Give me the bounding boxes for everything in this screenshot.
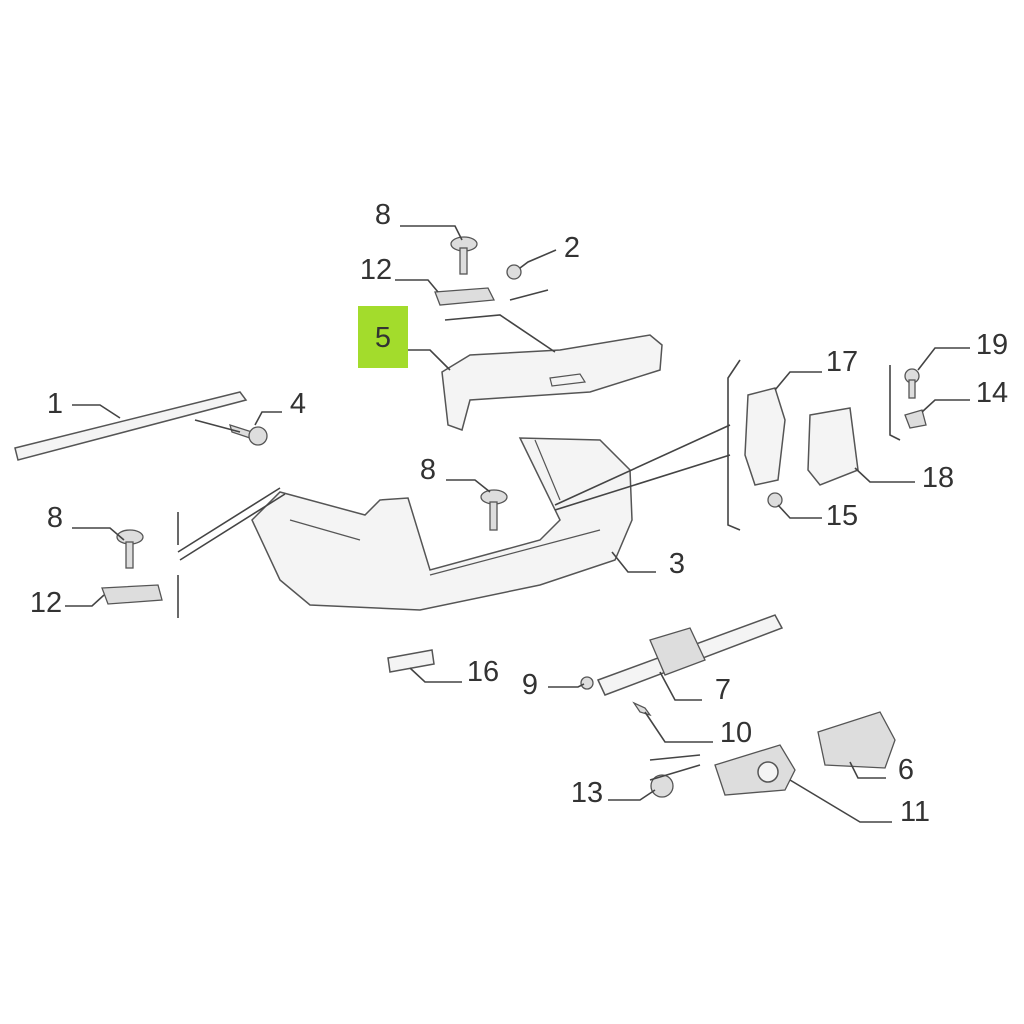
- highlight-box: [358, 306, 408, 368]
- part-3-bumper[interactable]: [251, 437, 633, 611]
- callout-5[interactable]: 5: [375, 322, 391, 354]
- callout-13[interactable]: 13: [571, 777, 603, 809]
- part-11-sensor-cover[interactable]: [714, 744, 796, 796]
- callout-3[interactable]: 3: [669, 548, 685, 580]
- part-10-screw[interactable]: [632, 701, 652, 717]
- part-18-bracket[interactable]: [807, 407, 859, 486]
- callout-15[interactable]: 15: [826, 500, 858, 532]
- callout-8-mid[interactable]: 8: [420, 454, 436, 486]
- callout-17[interactable]: 17: [826, 346, 858, 378]
- callout-12-left[interactable]: 12: [30, 587, 62, 619]
- part-8-screw-mid[interactable]: [480, 489, 508, 531]
- part-16-reflector[interactable]: [387, 649, 435, 673]
- callout-10[interactable]: 10: [720, 717, 752, 749]
- part-17-bracket[interactable]: [744, 387, 786, 486]
- part-19-bolt[interactable]: [904, 368, 920, 399]
- part-8-screw-left[interactable]: [116, 529, 144, 569]
- callout-9[interactable]: 9: [522, 669, 538, 701]
- part-14-clip[interactable]: [904, 409, 927, 429]
- callout-18[interactable]: 18: [922, 462, 954, 494]
- part-1-strip[interactable]: [14, 391, 248, 461]
- callout-1[interactable]: 1: [47, 388, 63, 420]
- callout-16[interactable]: 16: [467, 656, 499, 688]
- callout-14[interactable]: 14: [976, 377, 1008, 409]
- part-15-nut[interactable]: [767, 492, 783, 508]
- callout-11[interactable]: 11: [900, 796, 930, 828]
- callout-7[interactable]: 7: [715, 674, 731, 706]
- part-8-screw-top[interactable]: [450, 236, 478, 275]
- callout-2[interactable]: 2: [564, 232, 580, 264]
- part-2-nut[interactable]: [506, 264, 522, 280]
- callout-8-left[interactable]: 8: [47, 502, 63, 534]
- part-6-cover[interactable]: [817, 711, 896, 769]
- part-12-clip-top[interactable]: [434, 287, 496, 306]
- callout-12-top[interactable]: 12: [360, 254, 392, 286]
- callout-8-top[interactable]: 8: [375, 199, 391, 231]
- part-7-beam[interactable]: [596, 614, 784, 696]
- part-13-clip[interactable]: [650, 774, 674, 798]
- callout-6[interactable]: 6: [898, 754, 914, 786]
- part-12-clip-left[interactable]: [101, 584, 163, 605]
- callout-4[interactable]: 4: [290, 388, 306, 420]
- callout-19[interactable]: 19: [976, 329, 1008, 361]
- part-5-trim-panel[interactable]: [441, 334, 663, 431]
- part-4-screw[interactable]: [229, 424, 268, 446]
- part-9-nut[interactable]: [580, 676, 594, 690]
